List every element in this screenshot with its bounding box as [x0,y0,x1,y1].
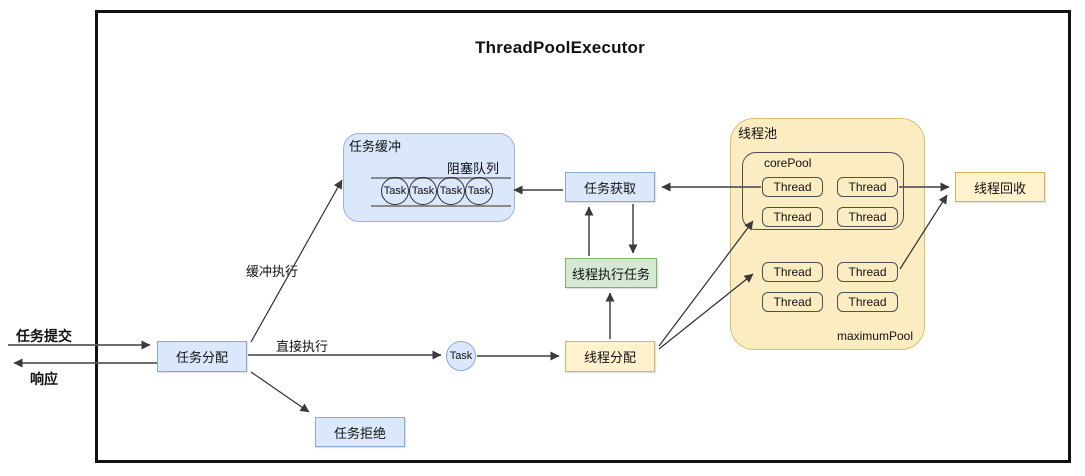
max-thread-node: Thread [762,292,823,312]
task-circle-node: Task [446,341,476,371]
blocking-queue-label: 阻塞队列 [447,161,500,176]
queue-rail-top [371,177,511,179]
task-dispatch-node: 任务分配 [157,341,247,372]
queued-task-node: Task [437,177,465,205]
core-pool-container [742,152,904,230]
diagram-title: ThreadPoolExecutor [475,38,645,57]
task-reject-node: 任务拒绝 [315,417,405,447]
task-buffer-label: 任务缓冲 [349,139,402,154]
queued-task-node: Task [381,177,409,205]
thread-recycle-node: 线程回收 [955,172,1045,202]
queued-task-node: Task [409,177,437,205]
maximum-pool-label: maximumPool [836,329,913,343]
response-label: 响应 [30,371,58,387]
thread-execute-node: 线程执行任务 [565,258,657,288]
task-fetch-node: 任务获取 [565,172,655,202]
thread-dispatch-node: 线程分配 [565,341,655,372]
core-thread-node: Thread [762,207,823,227]
max-thread-node: Thread [837,292,898,312]
queued-task-node: Task [465,177,493,205]
thread-pool-label: 线程池 [738,126,778,141]
direct-exec-label: 直接执行 [276,339,329,354]
queue-rail-bottom [371,205,511,207]
core-thread-node: Thread [837,207,898,227]
core-pool-label: corePool [764,156,812,170]
max-thread-node: Thread [837,262,898,282]
task-submit-label: 任务提交 [16,328,72,344]
max-thread-node: Thread [762,262,823,282]
buffered-exec-label: 缓冲执行 [246,264,299,279]
core-thread-node: Thread [762,177,823,197]
core-thread-node: Thread [837,177,898,197]
